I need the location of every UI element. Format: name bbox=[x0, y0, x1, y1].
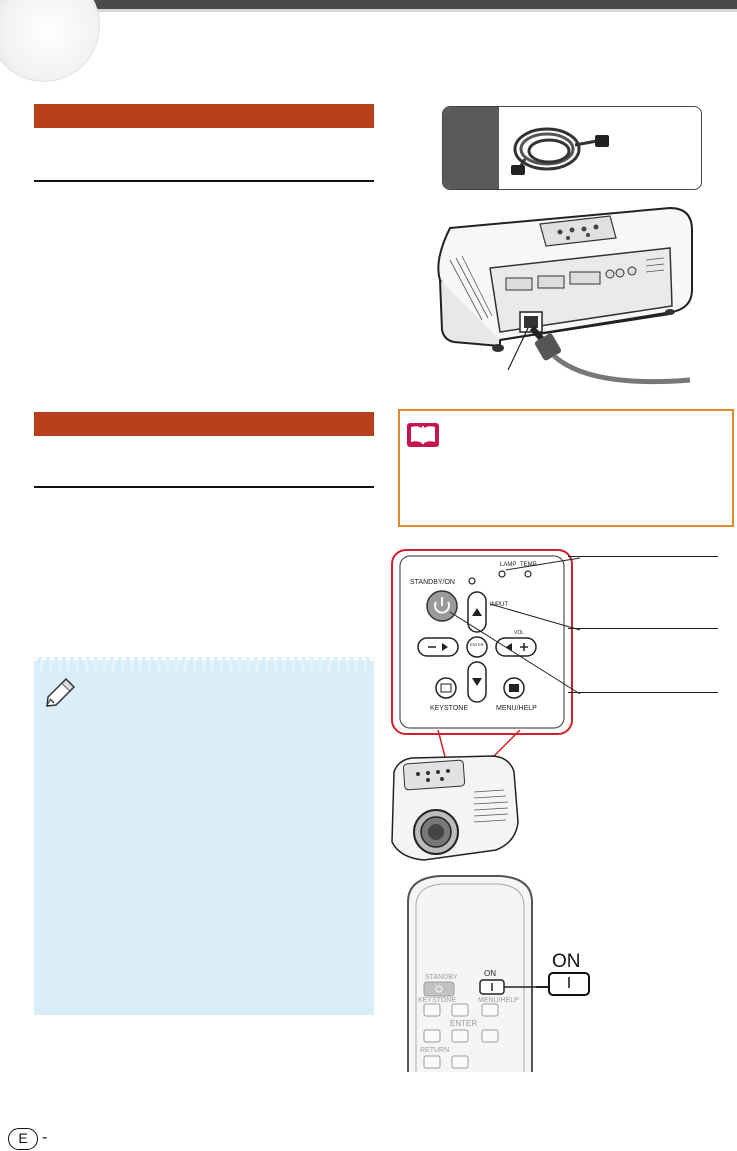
section-heading-bar-1 bbox=[34, 104, 374, 128]
leader-line-2 bbox=[568, 628, 718, 629]
enter-button[interactable] bbox=[466, 636, 488, 658]
remote-up-button[interactable] bbox=[451, 1003, 469, 1017]
vol-minus-button[interactable] bbox=[417, 637, 459, 657]
remote-left-button[interactable] bbox=[423, 1029, 441, 1043]
supplied-accessory-box bbox=[442, 106, 702, 190]
projector-top-illustration bbox=[391, 755, 519, 861]
keystone-button[interactable] bbox=[435, 677, 457, 699]
temp-indicator bbox=[524, 570, 532, 578]
remote-enter-label: ENTER bbox=[450, 1019, 477, 1028]
section-divider-1 bbox=[34, 180, 374, 182]
lamp-label: LAMP bbox=[500, 562, 516, 568]
remote-right-button[interactable] bbox=[481, 1029, 499, 1043]
standby-on-label: STANDBY/ON bbox=[410, 579, 455, 586]
on-callout-connector bbox=[536, 986, 550, 988]
enter-label: ENTER bbox=[470, 642, 484, 647]
note-box bbox=[34, 657, 374, 1015]
section-divider-2 bbox=[34, 486, 374, 488]
page-number-dash: - bbox=[42, 1129, 48, 1146]
temp-label: TEMP. bbox=[520, 562, 538, 568]
remote-down-button[interactable] bbox=[451, 1055, 469, 1069]
keystone-label: KEYSTONE bbox=[430, 705, 468, 712]
power-cord-icon bbox=[511, 127, 609, 175]
remote-keystone-button[interactable] bbox=[423, 1003, 441, 1017]
on-callout-key: I bbox=[548, 972, 590, 996]
page-language-marker: E bbox=[8, 1128, 38, 1150]
leader-line-3 bbox=[568, 692, 718, 693]
remote-keystone-label: KEYSTONE bbox=[418, 997, 456, 1004]
header-rule-shadow bbox=[0, 9, 737, 12]
remote-menu-label: MENU/HELP bbox=[478, 997, 519, 1004]
remote-standby-label: STANDBY bbox=[425, 974, 458, 981]
caution-box bbox=[398, 409, 734, 527]
header-rule bbox=[0, 0, 737, 9]
remote-control-illustration: STANDBY KEYSTONE MENU/HELP ENTER RETURN … bbox=[407, 875, 540, 1072]
remote-standby-button[interactable] bbox=[423, 981, 455, 997]
remote-on-label: ON bbox=[484, 969, 496, 978]
vol-plus-button[interactable] bbox=[495, 637, 537, 657]
projector-rear-illustration bbox=[437, 206, 693, 385]
remote-menu-button[interactable] bbox=[481, 1003, 499, 1017]
standby-indicator bbox=[468, 577, 476, 585]
pencil-note-icon bbox=[46, 677, 76, 707]
section-heading-bar-2 bbox=[34, 412, 374, 436]
remote-return-button[interactable] bbox=[423, 1055, 441, 1069]
on-callout-label: ON bbox=[552, 951, 581, 972]
lamp-indicator bbox=[498, 570, 506, 578]
accessory-tab bbox=[443, 107, 499, 189]
leader-line-1 bbox=[568, 556, 718, 557]
vol-label: VOL bbox=[514, 630, 524, 636]
header-corner-decoration bbox=[0, 0, 100, 82]
remote-enter-button[interactable] bbox=[451, 1029, 469, 1043]
remote-return-label: RETURN bbox=[420, 1047, 449, 1054]
menu-help-label: MENU/HELP bbox=[496, 705, 537, 712]
book-info-icon bbox=[407, 423, 439, 447]
input-label: INPUT bbox=[490, 602, 508, 608]
control-panel-callout: LAMP TEMP. STANDBY/ON INPUT VOL ENTER KE… bbox=[391, 549, 581, 735]
